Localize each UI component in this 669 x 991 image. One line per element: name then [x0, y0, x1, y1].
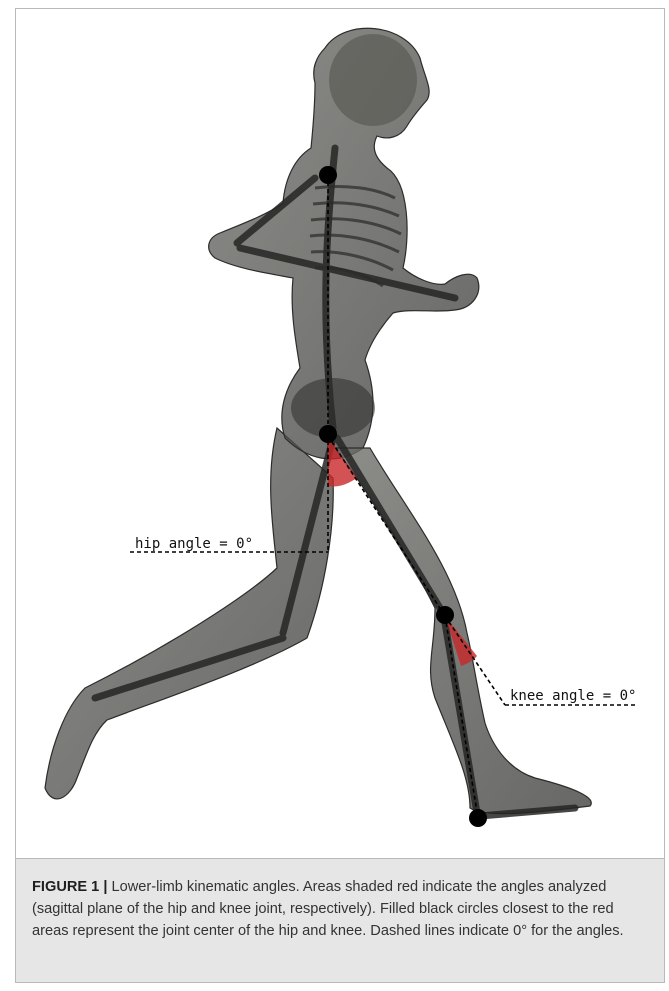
ankle-joint [469, 809, 487, 827]
caption-text: Lower-limb kinematic angles. Areas shade… [32, 879, 624, 939]
caption-box: FIGURE 1 | Lower-limb kinematic angles. … [15, 858, 665, 983]
runner-figure: hip angle = 0° knee angle = 0° [15, 8, 665, 858]
front-femur [337, 438, 443, 613]
shoulder-joint [319, 166, 337, 184]
figure-caption: FIGURE 1 | Lower-limb kinematic angles. … [32, 876, 648, 942]
hip-joint-center [319, 425, 337, 443]
knee-angle-label: knee angle = 0° [510, 688, 636, 704]
skull [329, 34, 417, 126]
knee-joint-center [436, 606, 454, 624]
figure-label: FIGURE 1 | [32, 879, 107, 895]
hip-angle-label: hip angle = 0° [135, 536, 253, 552]
